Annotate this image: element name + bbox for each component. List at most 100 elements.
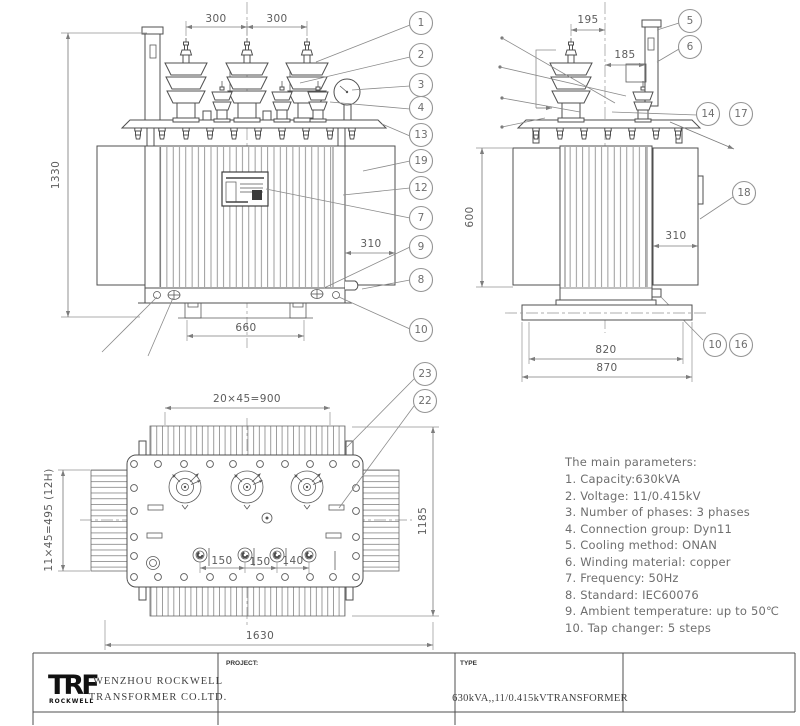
dim-side: 310 xyxy=(360,238,381,250)
type-label: TYPE xyxy=(460,660,478,667)
lv-bushing-icon xyxy=(211,80,233,123)
dim-lv1: 150 xyxy=(211,555,232,567)
callout-17: 17 xyxy=(728,101,754,127)
parameter-item: 2. Voltage: 11/0.415kV xyxy=(565,489,701,503)
callout-19: 19 xyxy=(408,148,434,174)
base-plate xyxy=(521,304,693,321)
svg-text:9: 9 xyxy=(418,241,425,253)
callout-6: 6 xyxy=(677,34,703,60)
corrugated-wall xyxy=(565,147,647,287)
parameter-item: 4. Connection group: Dyn11 xyxy=(565,522,732,536)
svg-text:10: 10 xyxy=(708,339,721,351)
side-dimensions: 195 185 600 310 820 870 xyxy=(464,14,698,382)
callout-2: 2 xyxy=(408,42,434,68)
top-view: 20×45=900 11×45=495 (12H) 1185 150 150 1… xyxy=(43,361,439,650)
svg-text:2: 2 xyxy=(418,49,425,61)
dim-width: 1630 xyxy=(246,630,274,642)
dim-lv3: 140 xyxy=(282,555,303,567)
svg-text:13: 13 xyxy=(414,129,427,141)
side-callouts: 5 6 14 17 18 10 16 xyxy=(677,8,757,358)
callout-18: 18 xyxy=(731,180,757,206)
svg-text:7: 7 xyxy=(418,212,425,224)
hv-bushing-icon xyxy=(225,37,269,123)
dim-lv2: 150 xyxy=(249,556,270,568)
dim-depth: 1185 xyxy=(417,507,429,535)
svg-text:10: 10 xyxy=(414,324,427,336)
dim-offset-hv: 195 xyxy=(577,14,598,26)
callout-22: 22 xyxy=(412,388,438,414)
base-channel xyxy=(184,303,202,319)
fin-bank-bottom xyxy=(149,586,346,617)
parameter-item: 10. Tap changer: 5 steps xyxy=(565,621,711,635)
parameter-item: 7. Frequency: 50Hz xyxy=(565,571,679,585)
lv-bushing-icon xyxy=(271,80,293,123)
svg-text:3: 3 xyxy=(418,79,425,91)
drain-valve xyxy=(651,288,662,298)
parameter-item: 8. Standard: IEC60076 xyxy=(565,588,699,602)
nameplate xyxy=(221,171,269,207)
front-view: 300 300 1330 310 660 1 2 3 4 13 19 xyxy=(50,2,434,357)
type-value: 630kVA,,11/0.415kVTRANSFORMER xyxy=(452,693,628,704)
dim-offset-lv: 185 xyxy=(614,49,635,61)
thermometer-gauge-icon xyxy=(333,78,361,121)
dim-fins-left: 11×45=495 (12H) xyxy=(43,468,55,571)
thermometer-pocket xyxy=(625,19,662,107)
callout-1: 1 xyxy=(408,10,434,36)
dim-height: 1330 xyxy=(50,161,62,189)
dim-span-right: 300 xyxy=(266,13,287,25)
fin-bank-left xyxy=(90,469,128,572)
svg-text:19: 19 xyxy=(414,155,427,167)
tank-lid xyxy=(516,119,702,129)
fin-bank-right xyxy=(362,469,400,572)
callout-16: 16 xyxy=(728,332,754,358)
front-dimensions: 300 300 1330 310 660 xyxy=(50,13,395,341)
parameter-item: 3. Number of phases: 3 phases xyxy=(565,505,750,519)
fin-bank-right xyxy=(652,147,699,286)
front-leaders xyxy=(101,24,411,357)
callout-10: 10 xyxy=(408,317,434,343)
corrugated-wall xyxy=(160,147,333,287)
callout-7: 7 xyxy=(408,205,434,231)
fin-bank-top xyxy=(149,425,346,456)
company-name-line2: TRANSFORMER CO.LTD. xyxy=(89,692,228,703)
callout-13: 13 xyxy=(408,122,434,148)
side-view: 195 185 600 310 820 870 5 6 14 17 18 10 … xyxy=(464,2,757,382)
top-callouts: 23 22 xyxy=(412,361,438,414)
svg-text:5: 5 xyxy=(687,15,694,27)
dim-fin-height: 600 xyxy=(464,206,476,227)
svg-text:12: 12 xyxy=(414,182,427,194)
side-leaders xyxy=(498,36,735,150)
callout-14: 14 xyxy=(695,101,721,127)
parameters-title: The main parameters: xyxy=(564,455,697,469)
parameter-item: 5. Cooling method: ONAN xyxy=(565,538,717,552)
parameter-item: 1. Capacity:630kVA xyxy=(565,472,680,486)
callout-10b: 10 xyxy=(702,332,728,358)
svg-text:18: 18 xyxy=(737,187,750,199)
callout-23: 23 xyxy=(412,361,438,387)
parameter-item: 6. Winding material: copper xyxy=(565,555,731,569)
callout-8: 8 xyxy=(408,267,434,293)
callout-3: 3 xyxy=(408,72,434,98)
fin-bank-left xyxy=(512,147,561,286)
svg-text:14: 14 xyxy=(701,108,715,120)
svg-text:4: 4 xyxy=(418,102,425,114)
callout-9: 9 xyxy=(408,234,434,260)
project-label: PROJECT: xyxy=(226,660,258,667)
dim-span-left: 300 xyxy=(205,13,226,25)
hv-bushing-icon xyxy=(164,37,208,123)
dim-fins-top: 20×45=900 xyxy=(213,393,281,405)
dim-base: 660 xyxy=(235,322,256,334)
company-name-line1: WENZHOU ROCKWELL xyxy=(93,676,223,687)
dim-base-outer: 870 xyxy=(596,362,617,374)
callout-4: 4 xyxy=(408,95,434,121)
parameters-list: The main parameters: 1. Capacity:630kVA … xyxy=(564,455,779,635)
callout-5: 5 xyxy=(677,8,703,34)
svg-text:23: 23 xyxy=(418,368,431,380)
callout-12: 12 xyxy=(408,175,434,201)
dim-base-inner: 820 xyxy=(595,344,616,356)
base-channel xyxy=(289,303,307,319)
svg-text:1: 1 xyxy=(418,17,425,29)
fin-bank-left xyxy=(96,145,146,286)
